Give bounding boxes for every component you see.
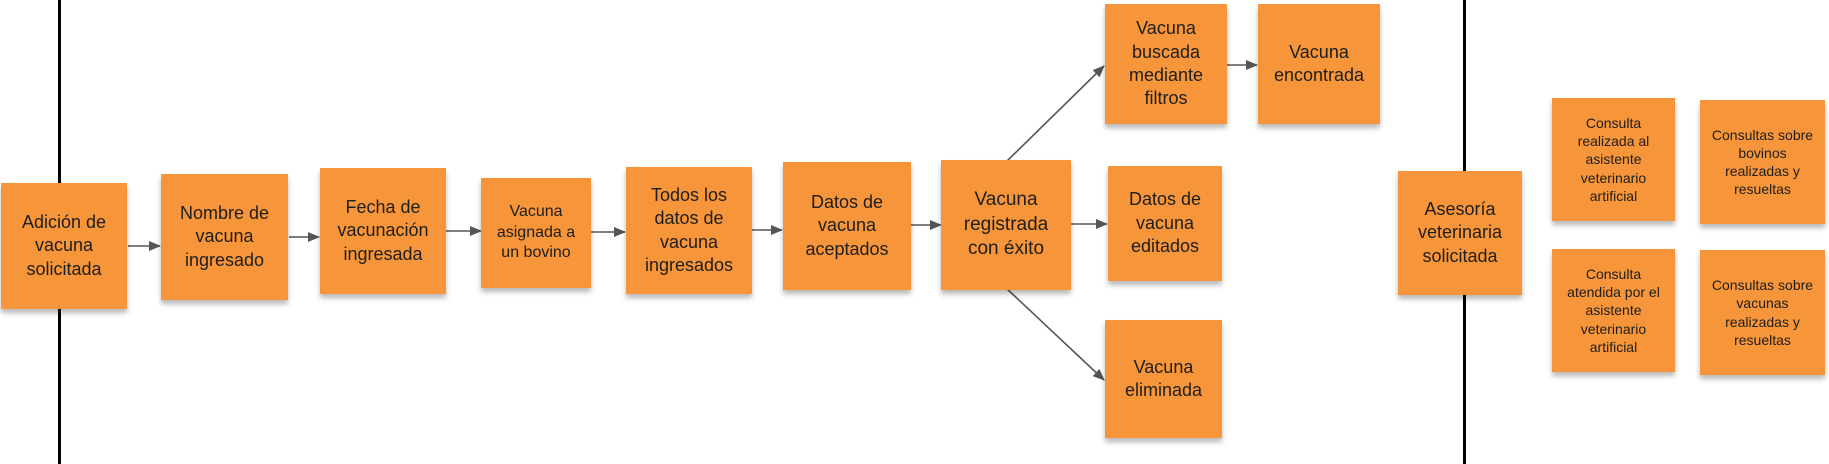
sticky-consulta-realizada-asistente[interactable]: Consulta realizada al asistente veterina… [1552,98,1675,221]
sticky-vacuna-asignada-bovino[interactable]: Vacuna asignada a un bovino [481,178,591,288]
sticky-consultas-bovinos-resueltas[interactable]: Consultas sobre bovinos realizadas y res… [1700,100,1825,224]
sticky-vacuna-eliminada[interactable]: Vacuna eliminada [1105,320,1222,438]
sticky-vacuna-buscada-filtros[interactable]: Vacuna buscada mediante filtros [1105,4,1227,124]
sticky-todos-datos-ingresados[interactable]: Todos los datos de vacuna ingresados [626,167,752,294]
sticky-datos-vacuna-aceptados[interactable]: Datos de vacuna aceptados [783,162,911,290]
sticky-fecha-vacunacion-ingresada[interactable]: Fecha de vacunación ingresada [320,168,446,294]
sticky-datos-vacuna-editados[interactable]: Datos de vacuna editados [1108,166,1222,281]
sticky-vacuna-registrada-exito[interactable]: Vacuna registrada con éxito [941,160,1071,290]
sticky-consulta-atendida-asistente[interactable]: Consulta atendida por el asistente veter… [1552,249,1675,372]
sticky-asesoria-veterinaria-solicitada[interactable]: Asesoría veterinaria solicitada [1398,171,1522,295]
arrow-n7-n8 [1004,65,1105,164]
sticky-adicion-vacuna-solicitada[interactable]: Adición de vacuna solicitada [1,183,127,309]
sticky-vacuna-encontrada[interactable]: Vacuna encontrada [1258,4,1380,124]
arrow-n7-n11 [1004,286,1105,381]
sticky-consultas-vacunas-resueltas[interactable]: Consultas sobre vacunas realizadas y res… [1700,250,1825,375]
sticky-nombre-vacuna-ingresado[interactable]: Nombre de vacuna ingresado [161,174,288,300]
